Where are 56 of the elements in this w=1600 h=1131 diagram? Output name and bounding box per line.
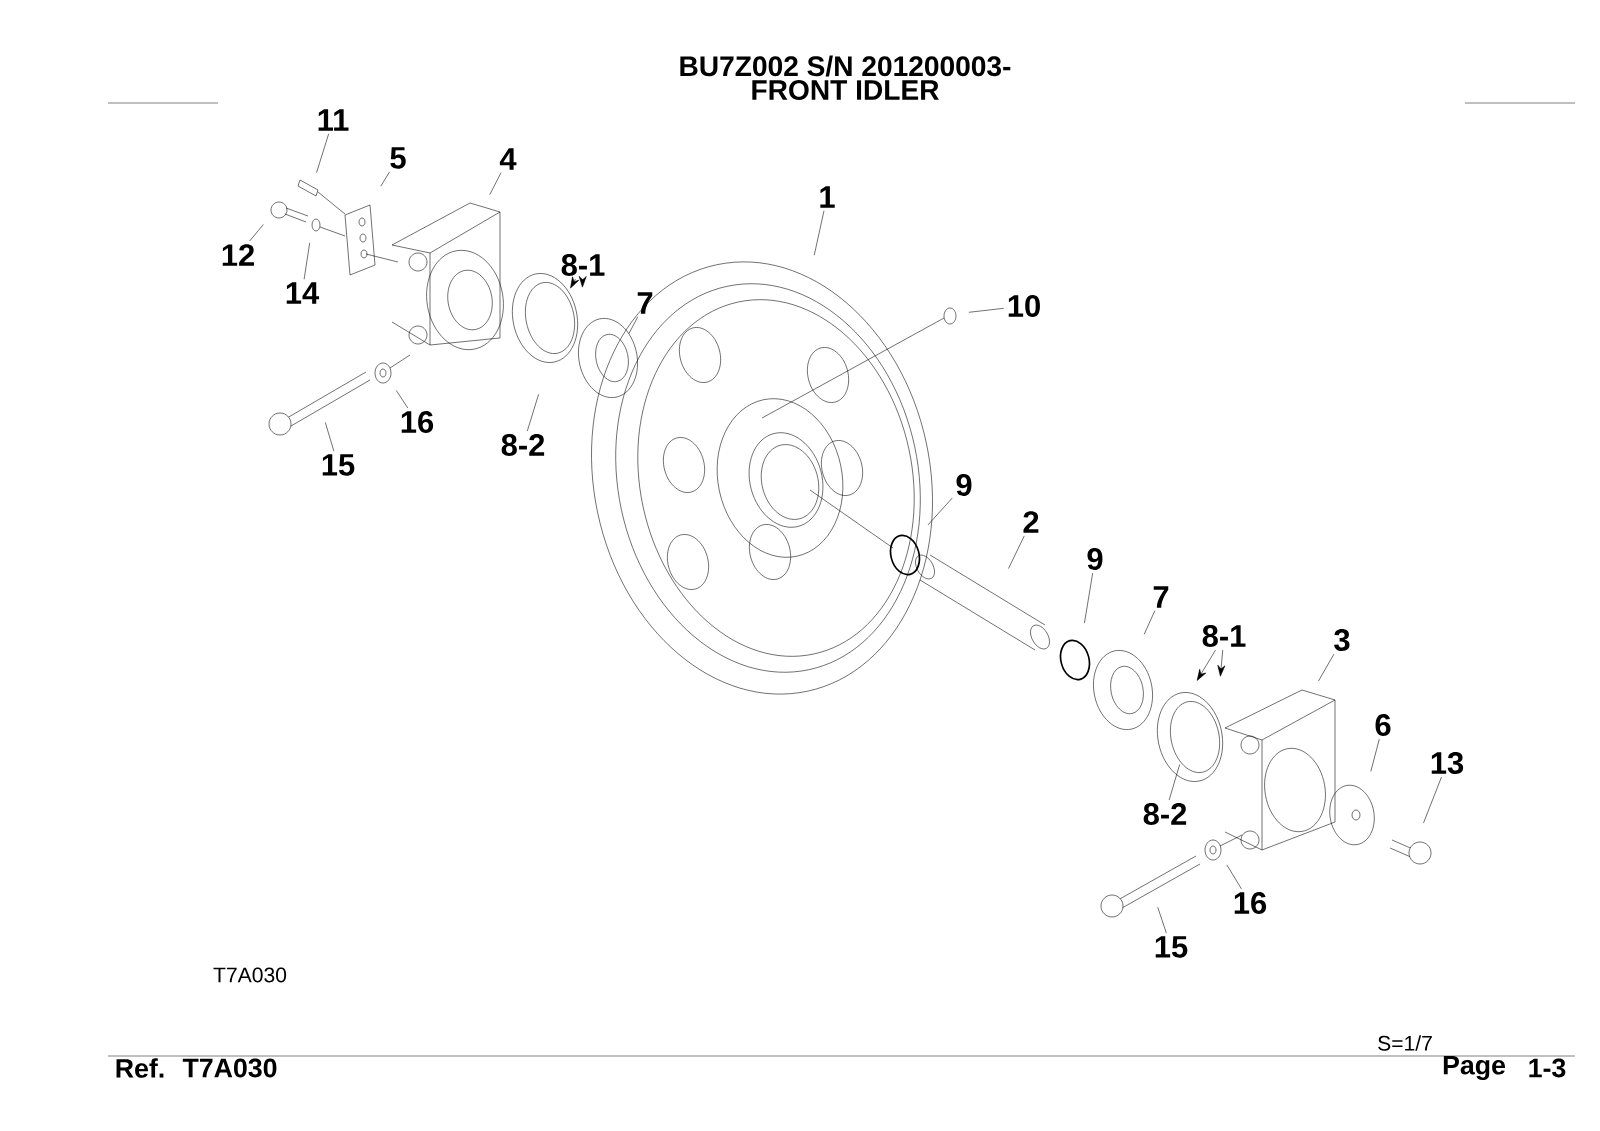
leader-line [527,394,539,432]
leader-line [1008,535,1025,569]
leader-line [1217,649,1226,677]
leader-line [1423,776,1442,824]
callout-number: 9 [956,474,972,496]
leader-line [1168,764,1180,801]
callout-number: 8-2 [1143,803,1187,825]
leader-line [396,390,409,409]
leader-line [1370,738,1380,772]
callout-number: 6 [1375,714,1391,736]
callout-number: 16 [1234,892,1267,914]
leader-line [249,224,264,242]
leader-line [927,497,953,526]
leader-line [1226,864,1242,890]
leader-line [968,308,1004,313]
callout-number: 15 [1155,936,1188,958]
callout-number: 13 [1431,752,1464,774]
callout-number: 7 [637,292,653,314]
callout-number: 9 [1087,548,1103,570]
callout-number: 8-1 [1202,625,1246,647]
footer-text: T7A030 [182,1058,277,1078]
leader-line [628,316,639,334]
leader-line [578,275,587,288]
leader-line [316,133,329,173]
callout-number: 15 [322,454,355,476]
header-text: BU7Z002 S/N 201200003- [680,55,1011,77]
callout-number: 12 [222,244,254,266]
callout-number: 7 [1153,586,1169,608]
page-number: 1-3 [1529,1058,1566,1078]
callout-number: 2 [1023,511,1039,533]
callout-number: 5 [390,147,406,169]
drawing-code: T7A030 [213,967,287,983]
leader-line [570,276,580,289]
callout-number: 4 [499,148,517,170]
leader-line [1318,653,1335,682]
scale-text: S=1/7 [1378,1035,1432,1051]
leader-line [303,242,310,280]
leader-line [325,422,335,452]
leader-line [1084,572,1093,624]
callout-number: 8-1 [561,254,605,276]
leader-line [813,210,825,256]
callout-number: 16 [401,411,434,433]
callout-number: 10 [1008,295,1040,317]
leader-line [1143,610,1156,635]
leader-line [380,171,390,187]
callout-number: 3 [1334,629,1350,651]
leader-line [1157,906,1167,934]
callout-number: 11 [318,109,349,131]
title: FRONT IDLER [752,80,939,100]
footer-text: Page [1443,1056,1505,1081]
callout-number: 8-2 [501,434,545,456]
leader-line [1196,649,1216,681]
callout-number: 14 [286,282,320,304]
leader-line [489,172,502,195]
callout-number: 1 [820,186,835,208]
footer-text: Ref. [116,1058,164,1078]
